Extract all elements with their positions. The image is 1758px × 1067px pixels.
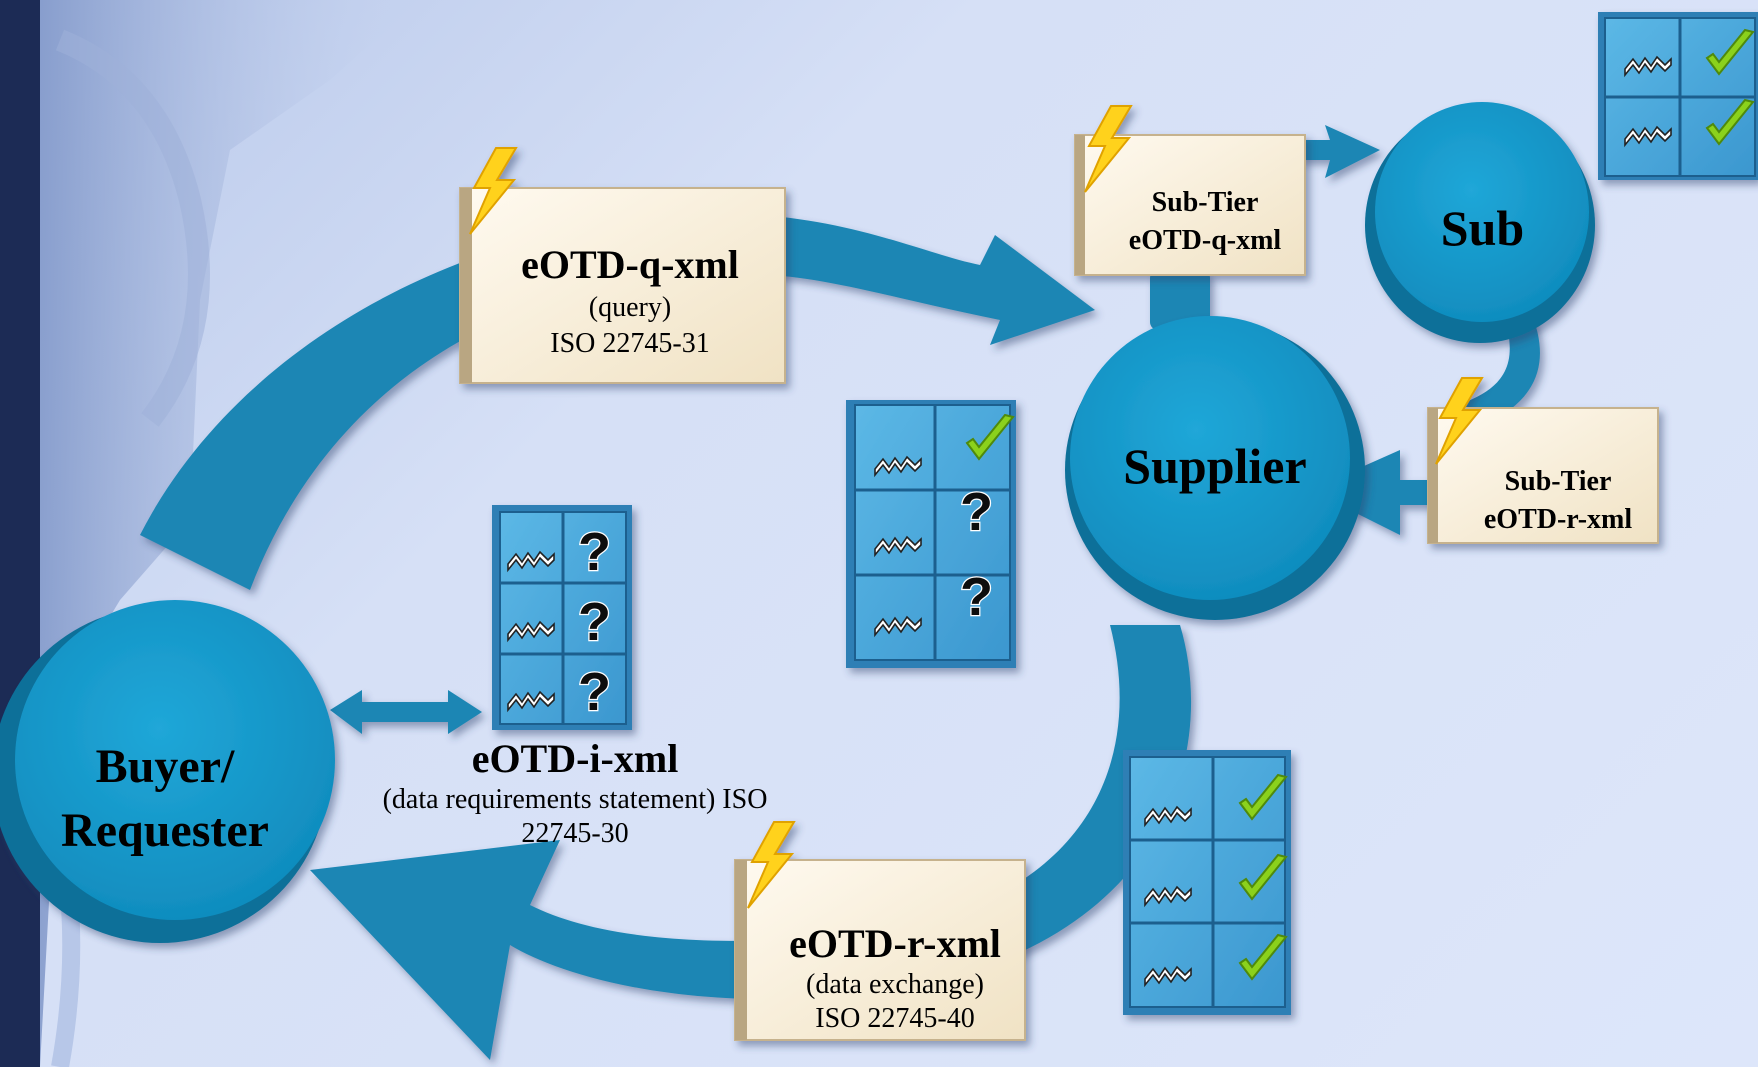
- supplier-node: [1065, 316, 1365, 620]
- query-card-title: eOTD-q-xml: [521, 242, 739, 287]
- identification-title: eOTD-i-xml: [471, 736, 679, 781]
- sub-complete-grid: [1598, 12, 1758, 180]
- sub-query-card: [1074, 105, 1306, 276]
- question-icon: [576, 520, 613, 584]
- question-icon: [576, 660, 613, 724]
- response-card-line2: ISO 22745-40: [815, 1003, 975, 1034]
- response-card-title: eOTD-r-xml: [789, 921, 1001, 966]
- query-card: [459, 147, 786, 384]
- identification-line2: 22745-30: [521, 818, 629, 849]
- question-icon: [576, 590, 613, 654]
- sub-response-line2: eOTD-r-xml: [1483, 504, 1633, 535]
- buyer-label: Buyer/ Requester: [30, 735, 300, 863]
- sub-response-card: [1427, 377, 1659, 544]
- sub-query-line2: eOTD-q-xml: [1128, 225, 1282, 256]
- question-icon: [958, 480, 995, 544]
- requirements-grid: [492, 505, 632, 730]
- sub-response-line1: Sub-Tier: [1504, 466, 1612, 497]
- buyer-label-line2: Requester: [61, 804, 269, 857]
- response-card-text: eOTD-r-xml (data exchange) ISO 22745-40: [750, 920, 1040, 1036]
- sub-label: Sub: [1440, 200, 1525, 256]
- buyer-label-line1: Buyer/: [95, 740, 235, 793]
- query-card-line1: (query): [588, 292, 672, 323]
- complete-grid: [1123, 750, 1291, 1015]
- sub-query-arrow: [1300, 125, 1380, 178]
- query-card-text: eOTD-q-xml (query) ISO 22745-31: [480, 240, 780, 362]
- sub-query-line1: Sub-Tier: [1151, 187, 1259, 218]
- sub-node: [1365, 102, 1595, 343]
- in-progress-grid: [846, 400, 1016, 668]
- supplier-label: Supplier: [1123, 438, 1307, 494]
- query-flow-arrow: [140, 213, 1095, 590]
- response-card: [734, 821, 1026, 1041]
- sub-response-arrow: [1310, 450, 1440, 535]
- identification-line1: (data requirements statement) ISO: [382, 784, 768, 815]
- buyer-node: [0, 600, 335, 943]
- question-icon: [958, 565, 995, 629]
- identification-double-arrow: [330, 690, 482, 734]
- identification-label: eOTD-i-xml (data requirements statement)…: [345, 735, 805, 851]
- sub-response-card-text: Sub-Tier eOTD-r-xml: [1443, 463, 1673, 539]
- sub-query-card-text: Sub-Tier eOTD-q-xml: [1090, 184, 1320, 260]
- query-card-line2: ISO 22745-31: [550, 328, 710, 359]
- response-card-line1: (data exchange): [806, 969, 984, 1000]
